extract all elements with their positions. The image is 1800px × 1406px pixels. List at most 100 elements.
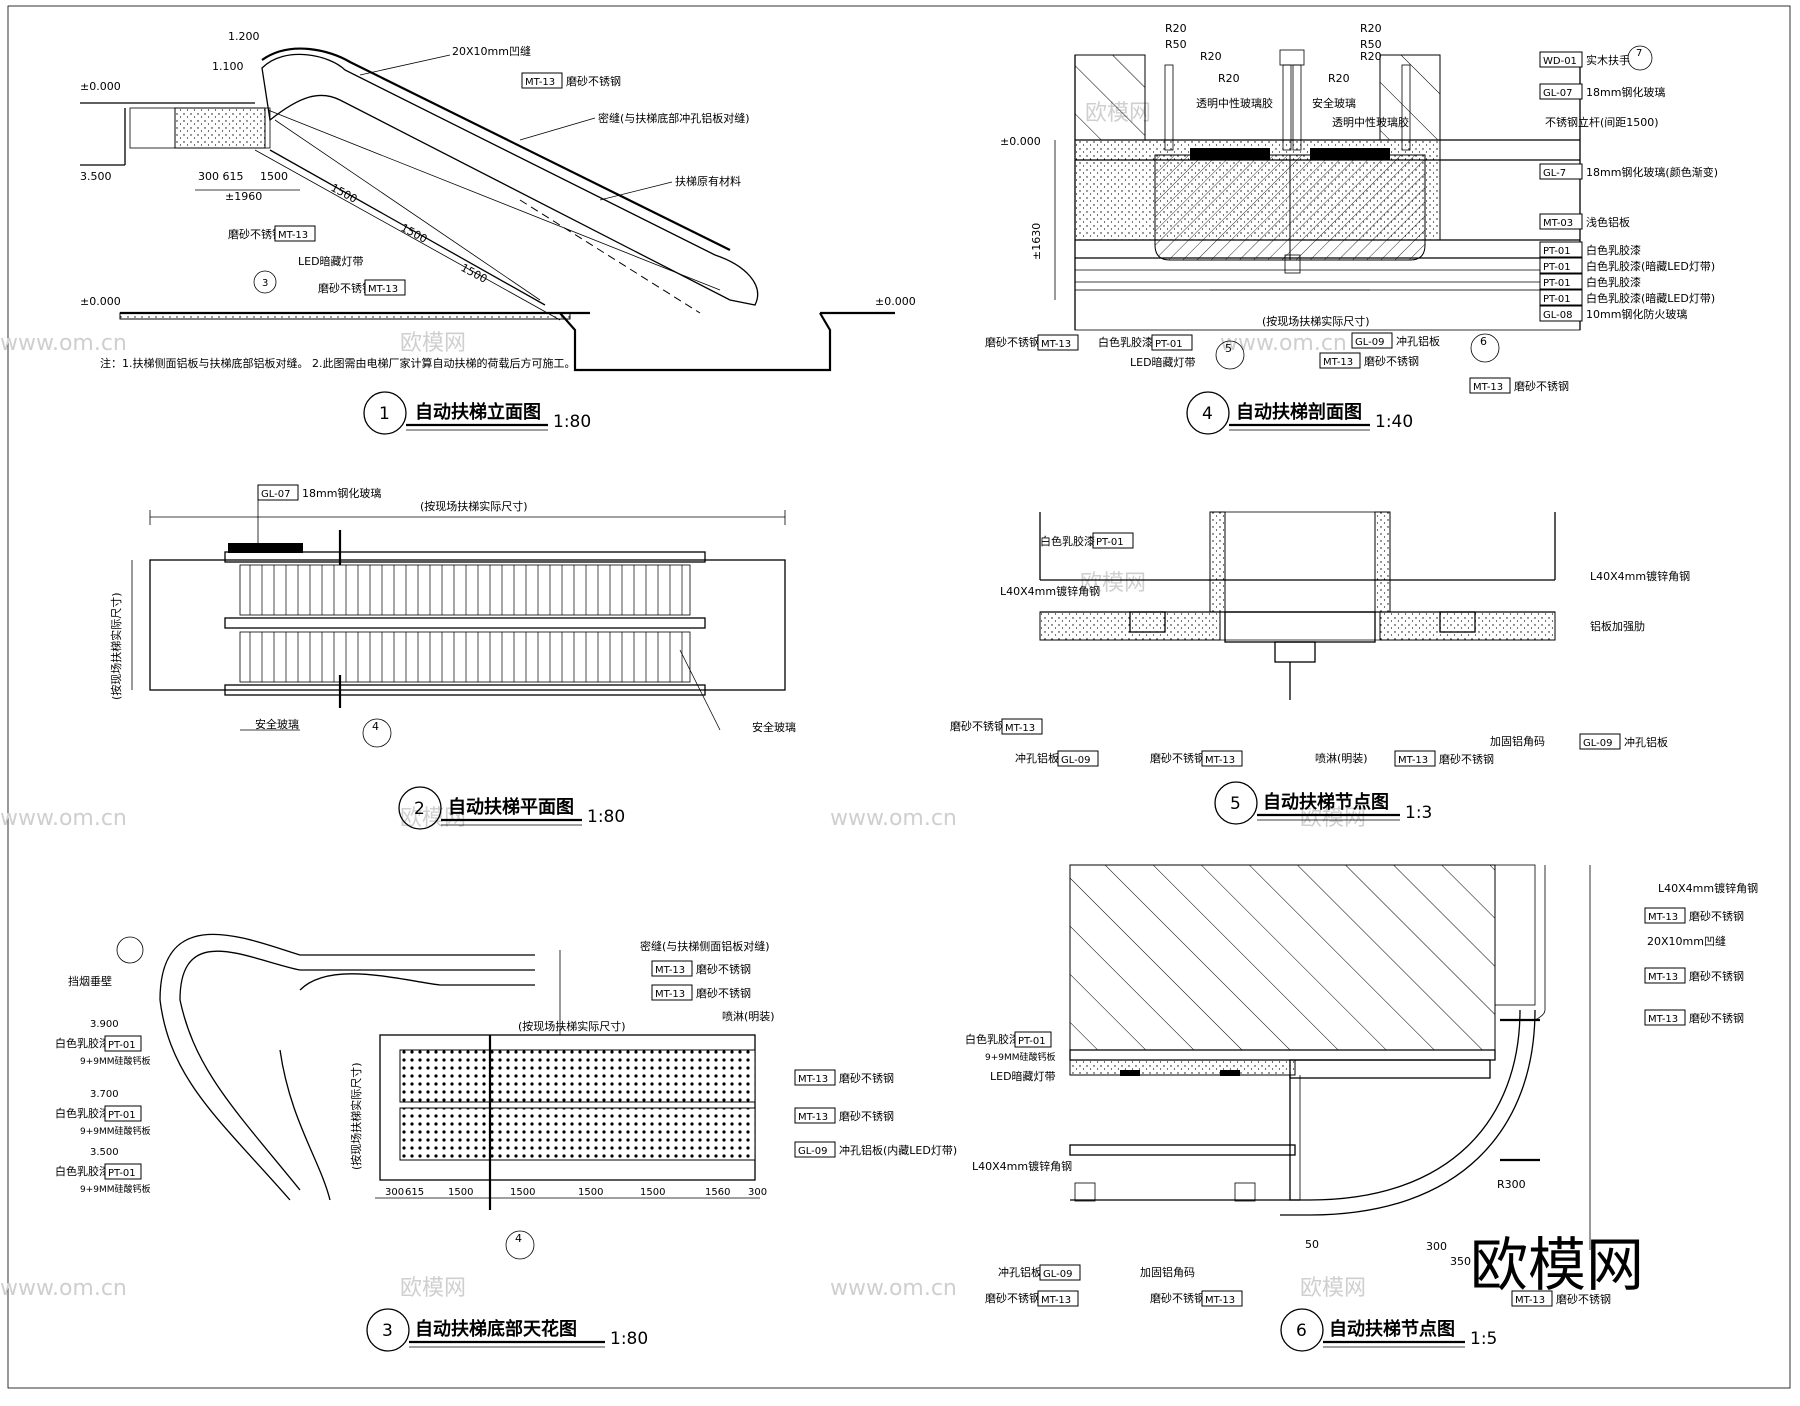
- watermark-brand: 欧模网: [1300, 1276, 1366, 1301]
- svg-text:实木扶手: 实木扶手: [1586, 53, 1630, 67]
- annotation: 透明中性玻璃胶: [1196, 96, 1273, 110]
- annotation: 磨砂不锈钢: [566, 75, 621, 88]
- watermark-brand: 欧模网: [1080, 571, 1146, 596]
- svg-text:WD-01: WD-01: [1543, 56, 1577, 67]
- svg-text:PT-01: PT-01: [108, 1110, 136, 1121]
- svg-text:磨砂不锈钢: 磨砂不锈钢: [1514, 380, 1569, 393]
- drawing-title: 自动扶梯节点图: [1263, 791, 1389, 813]
- svg-text:白色乳胶漆: 白色乳胶漆: [1586, 275, 1641, 289]
- svg-text:白色乳胶漆: 白色乳胶漆: [55, 1106, 110, 1120]
- svg-text:白色乳胶漆(暗藏LED灯带): 白色乳胶漆(暗藏LED灯带): [1586, 259, 1715, 273]
- annotation: R50: [1360, 38, 1382, 51]
- svg-text:4: 4: [515, 1232, 522, 1245]
- svg-text:白色乳胶漆(暗藏LED灯带): 白色乳胶漆(暗藏LED灯带): [1586, 291, 1715, 305]
- annotation: R20: [1218, 72, 1240, 85]
- svg-text:MT-13: MT-13: [1648, 972, 1678, 983]
- svg-text:PT-01: PT-01: [1018, 1036, 1046, 1047]
- annotation: R20: [1328, 72, 1350, 85]
- svg-text:磨砂不锈钢: 磨砂不锈钢: [1364, 355, 1419, 368]
- dim-label: 1500: [260, 170, 288, 183]
- svg-text:MT-13: MT-13: [1648, 1014, 1678, 1025]
- svg-text:50: 50: [1305, 1238, 1319, 1251]
- svg-text:冲孔铝板: 冲孔铝板: [998, 1265, 1042, 1279]
- drawing-scale: 1:5: [1470, 1329, 1497, 1349]
- svg-text:PT-01: PT-01: [1543, 262, 1571, 273]
- level-label: ±0.000: [80, 295, 121, 308]
- svg-text:PT-01: PT-01: [108, 1040, 136, 1051]
- watermark-site: www.om.cn: [1220, 331, 1347, 356]
- svg-text:磨砂不锈钢: 磨砂不锈钢: [1556, 1293, 1611, 1306]
- svg-text:1500: 1500: [578, 1187, 603, 1198]
- svg-text:300: 300: [1426, 1240, 1447, 1253]
- drawing-title: 自动扶梯平面图: [448, 796, 574, 818]
- svg-text:挡烟垂壁: 挡烟垂壁: [68, 974, 112, 988]
- svg-text:20X10mm凹缝: 20X10mm凹缝: [1647, 934, 1726, 948]
- svg-text:MT-13: MT-13: [1005, 723, 1035, 734]
- svg-text:(按现场扶梯实际尺寸): (按现场扶梯实际尺寸): [109, 592, 123, 700]
- svg-text:9+9MM硅酸钙板: 9+9MM硅酸钙板: [985, 1051, 1056, 1063]
- svg-text:MT-13: MT-13: [1648, 912, 1678, 923]
- svg-text:1500: 1500: [640, 1187, 665, 1198]
- svg-text:LED暗藏灯带: LED暗藏灯带: [1130, 355, 1196, 369]
- drawing-scale: 1:80: [587, 807, 625, 827]
- svg-text:白色乳胶漆: 白色乳胶漆: [1098, 335, 1153, 349]
- svg-text:GL-07: GL-07: [1543, 88, 1572, 99]
- dim-label: 1.100: [212, 60, 244, 73]
- dim-label: 1500: [399, 221, 430, 246]
- svg-text:喷淋(明装): 喷淋(明装): [722, 1010, 775, 1023]
- drawing-4-section: ±1630 ±0.000 R20 R50 R20 R20 R50 R20 R20…: [985, 22, 1718, 394]
- svg-text:R300: R300: [1497, 1178, 1526, 1191]
- annotation: R50: [1165, 38, 1187, 51]
- watermark-brand: 欧模网: [1300, 806, 1366, 831]
- dim-label: 1.200: [228, 30, 260, 43]
- svg-text:PT-01: PT-01: [108, 1168, 136, 1179]
- title-block-4: 4 自动扶梯剖面图 1:40: [1186, 391, 1413, 435]
- watermark-site: www.om.cn: [0, 331, 127, 356]
- annotation: LED暗藏灯带: [298, 254, 364, 268]
- annotation: R20: [1360, 22, 1382, 35]
- svg-text:MT-13: MT-13: [1205, 1295, 1235, 1306]
- svg-text:300: 300: [385, 1187, 404, 1198]
- svg-text:冲孔铝板: 冲孔铝板: [1396, 334, 1440, 348]
- svg-text:3.700: 3.700: [90, 1089, 119, 1100]
- dim-label: 1500: [329, 181, 360, 206]
- drawing-title: 自动扶梯节点图: [1329, 1318, 1455, 1340]
- drawing-2-plan: (按现场扶梯实际尺寸) (按现场扶梯实际尺寸) GL-07 18mm钢化玻璃 安…: [109, 484, 796, 748]
- svg-text:白色乳胶漆: 白色乳胶漆: [1586, 243, 1641, 257]
- svg-text:密缝(与扶梯侧面铝板对缝): 密缝(与扶梯侧面铝板对缝): [640, 939, 770, 953]
- annotation: R20: [1360, 50, 1382, 63]
- level-label: ±0.000: [80, 80, 121, 93]
- svg-text:10mm钢化防火玻璃: 10mm钢化防火玻璃: [1586, 307, 1687, 321]
- svg-text:磨砂不锈钢: 磨砂不锈钢: [839, 1072, 894, 1085]
- svg-text:PT-01: PT-01: [1096, 537, 1124, 548]
- annotation: 磨砂不锈钢: [228, 228, 283, 241]
- escalator-steps: [249, 565, 683, 682]
- drawing-title: 自动扶梯立面图: [415, 401, 541, 423]
- svg-text:加固铝角码: 加固铝角码: [1140, 1265, 1195, 1279]
- svg-text:PT-01: PT-01: [1155, 339, 1183, 350]
- brand-watermark: 欧模网: [1470, 1231, 1644, 1299]
- svg-text:1560: 1560: [705, 1187, 730, 1198]
- svg-text:MT-13: MT-13: [1041, 339, 1071, 350]
- annotation: 安全玻璃: [1312, 96, 1356, 110]
- drawing-3-ceiling: 300 615 1500 1500 1500 1500 1560 300 (按现…: [55, 933, 957, 1260]
- material-tag: MT-13: [278, 230, 308, 241]
- svg-text:MT-03: MT-03: [1543, 218, 1573, 229]
- dim-label: 300 615: [198, 170, 244, 183]
- svg-text:GL-7: GL-7: [1543, 168, 1566, 179]
- svg-text:GL-09: GL-09: [798, 1146, 827, 1157]
- svg-text:MT-13: MT-13: [1473, 382, 1503, 393]
- svg-text:1500: 1500: [448, 1187, 473, 1198]
- svg-text:LED暗藏灯带: LED暗藏灯带: [990, 1069, 1056, 1083]
- svg-text:磨砂不锈钢: 磨砂不锈钢: [985, 336, 1040, 349]
- drawing-number: 2: [414, 799, 425, 819]
- drawing-6-node: L40X4mm镀锌角钢 MT-13 磨砂不锈钢 20X10mm凹缝 MT-13 …: [965, 864, 1758, 1307]
- svg-text:磨砂不锈钢: 磨砂不锈钢: [1689, 1012, 1744, 1025]
- svg-text:MT-13: MT-13: [1398, 755, 1428, 766]
- svg-text:MT-13: MT-13: [1323, 357, 1353, 368]
- drawing-number: 1: [379, 404, 390, 424]
- svg-text:MT-13: MT-13: [1041, 1295, 1071, 1306]
- title-block-1: 1 自动扶梯立面图 1:80: [363, 391, 591, 435]
